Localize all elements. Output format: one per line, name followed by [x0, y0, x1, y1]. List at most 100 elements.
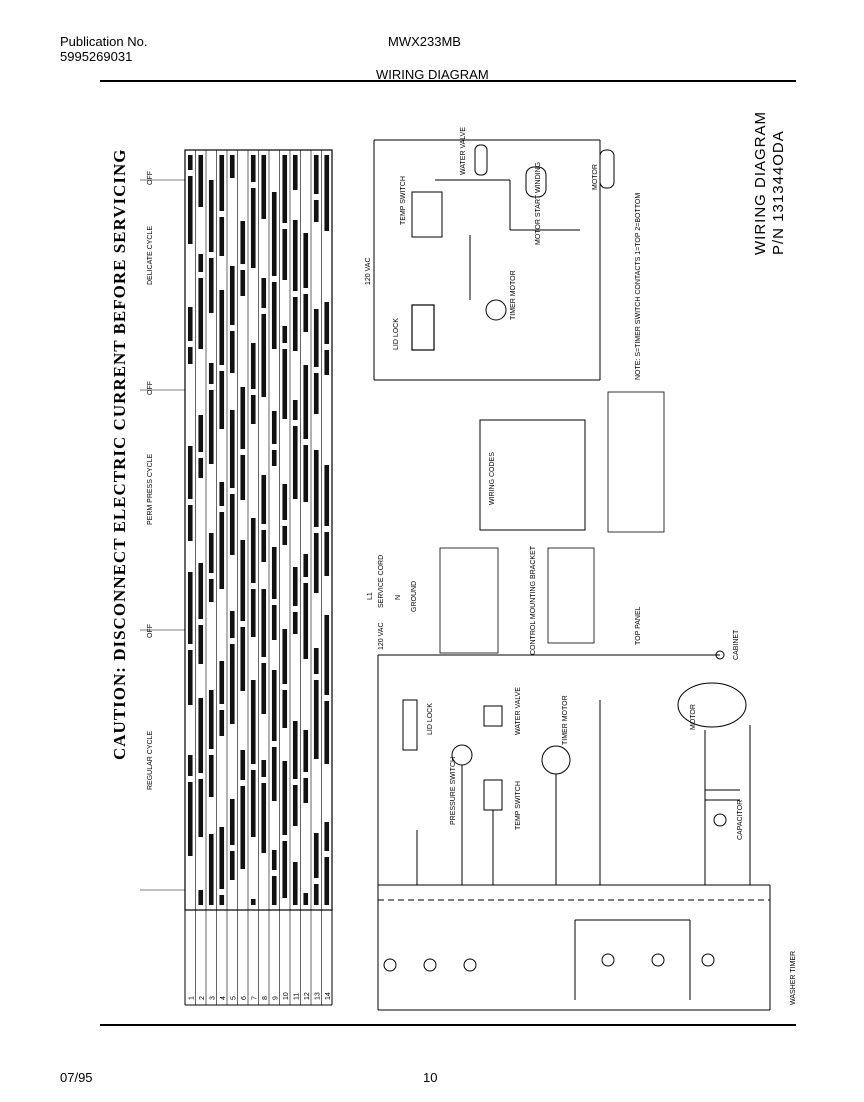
chart-bar	[261, 530, 267, 562]
timer-motor-label-upper: TIMER MOTOR	[510, 270, 517, 320]
chart-bar	[271, 450, 277, 466]
chart-bar	[219, 827, 225, 889]
timer-contacts-note: NOTE: S=TIMER SWITCH CONTACTS 1=TOP 2=BO…	[635, 193, 642, 380]
chart-bar	[250, 518, 256, 583]
chart-bar	[261, 278, 267, 308]
chart-bar	[219, 512, 225, 589]
delicate-cycle-label: DELICATE CYCLE	[147, 226, 154, 285]
motor-label-lower: MOTOR	[690, 704, 697, 730]
chart-bar	[229, 799, 235, 845]
chart-bar	[187, 755, 193, 776]
off-label-2: OFF	[147, 381, 154, 395]
page-title: WIRING DIAGRAM	[376, 67, 489, 82]
top-panel-label: TOP PANEL	[635, 606, 642, 645]
chart-bar	[198, 458, 204, 478]
chart-bar	[208, 180, 214, 252]
chart-bar	[229, 155, 235, 178]
chart-bar	[198, 890, 204, 905]
off-label-3: OFF	[147, 624, 154, 638]
ground-label: GROUND	[411, 581, 418, 612]
n-label: N	[395, 595, 402, 600]
page-number: 10	[423, 1070, 438, 1085]
chart-row-number: 2	[199, 996, 206, 1000]
chart-row-number: 11	[294, 993, 301, 1000]
chart-bar	[303, 365, 309, 439]
chart-bar	[313, 309, 319, 367]
chart-bar	[271, 876, 277, 905]
chart-bar	[219, 371, 225, 429]
chart-bar	[250, 395, 256, 424]
chart-row-number: 10	[283, 992, 290, 1000]
chart-bar	[303, 778, 309, 803]
chart-bar	[208, 363, 214, 384]
upper-schematic	[373, 139, 615, 381]
chart-bar	[292, 220, 298, 291]
chart-bar	[292, 567, 298, 606]
voltage-label-lower: 120 VAC	[378, 623, 385, 651]
chart-bar	[198, 415, 204, 452]
off-label-1: OFF	[147, 171, 154, 185]
chart-bar	[271, 670, 277, 741]
chart-bar	[324, 302, 330, 344]
chart-bar	[240, 750, 246, 780]
chart-bar	[313, 648, 319, 674]
capacitor-label: CAPACITOR	[737, 800, 744, 840]
chart-bar	[324, 822, 330, 851]
chart-bar	[313, 200, 319, 222]
chart-bar	[240, 786, 246, 869]
chart-bar	[303, 233, 309, 288]
chart-bar	[282, 484, 288, 520]
chart-bar	[282, 629, 288, 684]
chart-bar	[250, 188, 256, 268]
chart-bar	[229, 611, 235, 638]
chart-bar	[219, 290, 225, 365]
chart-bar	[229, 494, 235, 555]
cycle-labels: REGULAR CYCLE PERM PRESS CYCLE DELICATE …	[147, 171, 154, 790]
chart-bar	[250, 899, 256, 905]
chart-row-number: 12	[304, 992, 311, 1000]
chart-bar	[187, 505, 193, 541]
chart-row-number: 9	[273, 996, 280, 1000]
timer-motor-label-lower: TIMER MOTOR	[562, 695, 569, 745]
chart-bar	[271, 411, 277, 444]
chart-bar	[219, 710, 225, 736]
chart-bar	[250, 770, 256, 837]
chart-bar	[250, 343, 256, 389]
temp-switch-label-upper: TEMP SWITCH	[400, 176, 407, 225]
chart-bar	[198, 254, 204, 272]
model-number: MWX233MB	[388, 34, 461, 49]
chart-row-number: 1	[189, 996, 196, 1000]
chart-bar	[292, 297, 298, 351]
chart-bar	[282, 690, 288, 728]
chart-bar	[261, 589, 267, 657]
chart-bar	[324, 532, 330, 576]
chart-row-number: 14	[325, 992, 332, 1000]
chart-bar	[187, 155, 193, 170]
chart-bar	[313, 833, 319, 878]
chart-bar	[208, 390, 214, 464]
chart-bar	[187, 572, 193, 644]
chart-bar	[282, 326, 288, 343]
regular-cycle-label: REGULAR CYCLE	[147, 731, 154, 790]
chart-bar	[208, 258, 214, 313]
chart-bar	[303, 583, 309, 659]
chart-bar	[303, 445, 309, 502]
chart-bar	[219, 661, 225, 704]
wiring-codes-label: WIRING CODES	[489, 452, 496, 505]
chart-bar	[303, 554, 309, 577]
chart-row-number: 6	[241, 996, 248, 1000]
chart-bar	[282, 841, 288, 898]
chart-bar	[324, 857, 330, 905]
l1-label: L1	[367, 592, 374, 600]
chart-bar	[208, 834, 214, 905]
chart-bar	[229, 851, 235, 880]
voltage-label-upper: 120 VAC	[365, 258, 372, 286]
publication-label: Publication No.	[60, 34, 148, 49]
chart-bar	[187, 307, 193, 341]
chart-bar	[261, 314, 267, 397]
chart-bar	[292, 426, 298, 499]
chart-bar	[292, 612, 298, 634]
chart-bar	[208, 533, 214, 573]
chart-bar	[240, 627, 246, 691]
chart-bar	[219, 895, 225, 905]
